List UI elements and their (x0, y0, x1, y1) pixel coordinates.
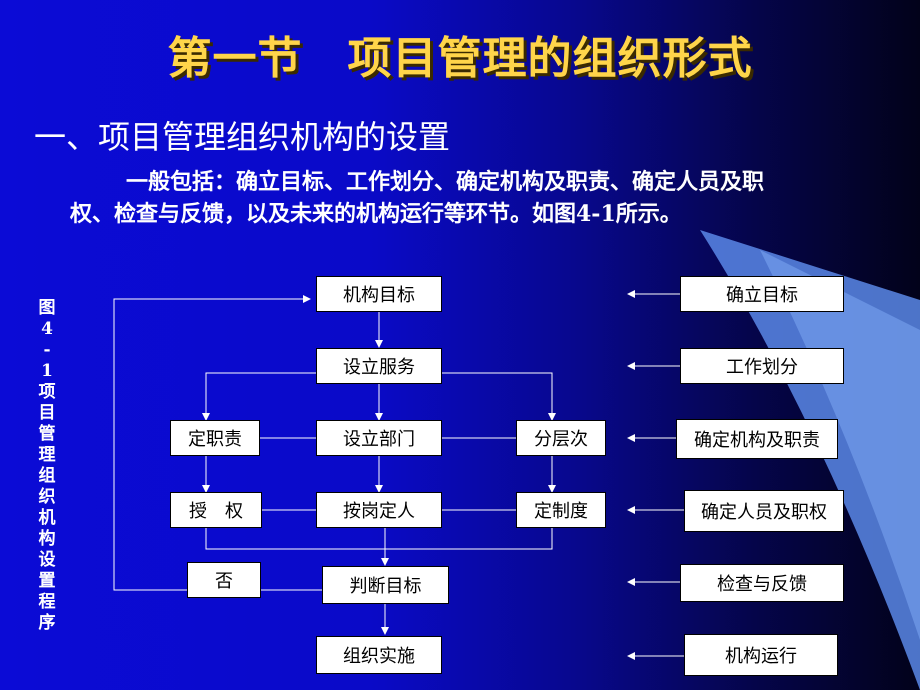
step-feedback: 检查与反馈 (680, 564, 844, 602)
caption-char: 理 (38, 445, 56, 465)
caption-char: 织 (38, 487, 56, 507)
caption-char: 组 (38, 466, 56, 486)
box-judge: 判断目标 (322, 566, 449, 604)
para-line-2: 权、检查与反馈，以及未来的机构运行等环节。如图4-1所示。 (70, 201, 682, 227)
step-operation: 机构运行 (684, 634, 838, 676)
step-define-org: 确定机构及职责 (676, 419, 838, 459)
caption-char: 机 (38, 508, 56, 528)
caption-char: 序 (38, 613, 56, 633)
step-set-goal: 确立目标 (680, 276, 844, 312)
page-title: 第一节 项目管理的组织形式 (167, 33, 753, 84)
box-duty: 定职责 (170, 420, 260, 456)
intro-paragraph: 一般包括：确立目标、工作划分、确定机构及职责、确定人员及职 权、检查与反馈，以及… (70, 166, 890, 230)
box-dept: 设立部门 (316, 420, 442, 456)
box-goal: 机构目标 (316, 276, 442, 312)
box-auth: 授 权 (170, 492, 262, 528)
caption-char: 管 (38, 424, 56, 444)
box-layer: 分层次 (516, 420, 606, 456)
box-no: 否 (187, 562, 261, 598)
box-staff: 按岗定人 (316, 492, 442, 528)
caption-char: 1 (41, 361, 53, 381)
section-subtitle: 一、项目管理组织机构的设置 (34, 118, 451, 156)
caption-char: 4 (41, 319, 53, 339)
para-line-1: 一般包括：确立目标、工作划分、确定机构及职责、确定人员及职 (126, 169, 765, 195)
box-service: 设立服务 (316, 348, 442, 384)
caption-char: 图 (38, 298, 56, 318)
caption-char: 程 (38, 592, 56, 612)
caption-char: 构 (38, 529, 56, 549)
box-rules: 定制度 (516, 492, 606, 528)
caption-char: 项 (38, 382, 56, 402)
caption-char: - (43, 340, 51, 360)
step-divide-work: 工作划分 (680, 348, 844, 384)
caption-char: 目 (38, 403, 56, 423)
caption-char: 置 (38, 571, 56, 591)
caption-char: 设 (38, 550, 56, 570)
step-define-staff: 确定人员及职权 (684, 490, 844, 532)
box-implement: 组织实施 (316, 636, 442, 674)
figure-caption: 图 4 - 1 项 目 管 理 组 织 机 构 设 置 程 序 (36, 298, 58, 634)
